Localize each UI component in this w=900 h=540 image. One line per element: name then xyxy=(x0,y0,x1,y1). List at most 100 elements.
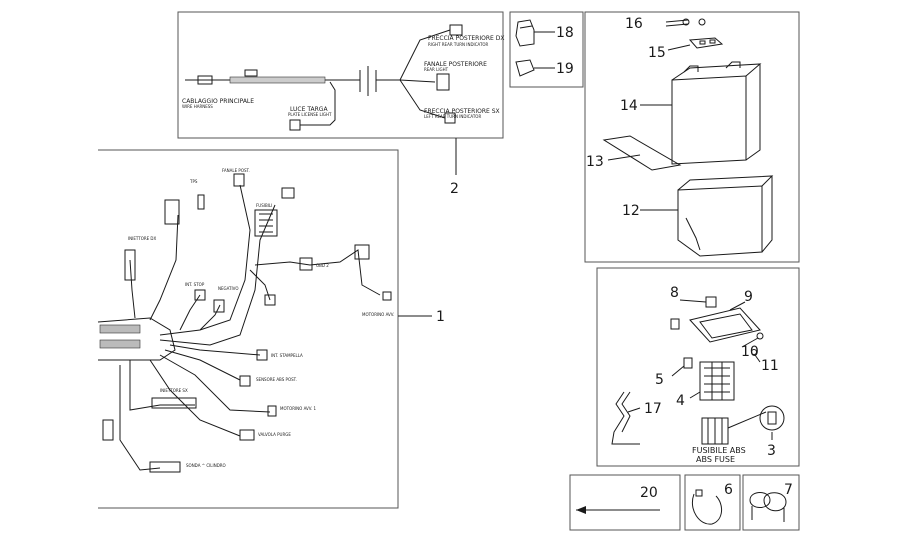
label-iniettore-dx: INIETTORE DX xyxy=(128,236,157,241)
harness-bundle-2 xyxy=(99,339,141,349)
rear-harness-tag xyxy=(244,69,258,77)
starter1-connector xyxy=(267,405,277,417)
wire-to-rear-light xyxy=(159,184,251,336)
cable-tie-20-head xyxy=(576,506,586,514)
callout-11: 11 xyxy=(761,358,779,374)
fusebox-panel: 8 9 10 11 5 4 17 3 FUSIBILE ABS AB xyxy=(596,267,800,467)
negative-terminal xyxy=(213,299,225,313)
label-sensore-abs: SENSORE ABS POST. xyxy=(256,377,297,382)
clamp-6-lock xyxy=(695,489,703,497)
wire-to-injector-sx xyxy=(129,360,195,411)
label-cablaggio-sub: WIRE HARNESS xyxy=(182,104,213,109)
relay-18-body xyxy=(515,19,535,47)
injector-sx xyxy=(151,397,197,409)
tie-frame xyxy=(569,474,681,531)
rear-harness-branch-plate xyxy=(300,81,336,126)
battery-top-side xyxy=(671,63,762,161)
leader-15 xyxy=(667,44,691,51)
battery-pad xyxy=(602,135,682,171)
leader-8 xyxy=(679,299,707,303)
terminal-15-hole-b xyxy=(709,39,716,44)
clamp-6 xyxy=(692,493,722,525)
callout-3: 3 xyxy=(767,443,776,459)
callout-2: 2 xyxy=(450,181,459,197)
wire-to-negative xyxy=(199,304,221,331)
abs-fuse-block-grid xyxy=(707,418,723,444)
abs-fuse-label: FUSIBILE ABS xyxy=(692,446,746,455)
left-indicator-plug xyxy=(444,112,456,124)
rear-light-connector xyxy=(233,173,245,187)
label-freccia-dx-sub: RIGHT REAR TURN INDICATOR xyxy=(428,42,489,47)
harness-spine xyxy=(97,317,176,361)
callout-15: 15 xyxy=(648,45,666,61)
fusebox-frame xyxy=(596,267,800,467)
callout-6: 6 xyxy=(724,482,733,498)
battery-posts xyxy=(683,61,741,73)
label-valvola-purge: VALVOLA PURGE xyxy=(258,432,291,437)
rear-harness-plug xyxy=(197,75,213,85)
label-luce-targa: LUCE TARGA xyxy=(290,106,328,113)
label-luce-targa-sub: PLATE LICENSE LIGHT xyxy=(288,112,332,117)
abs-sensor-rear xyxy=(239,375,251,387)
main-harness-panel: FANALE POST. FUSIBILI INIETTORE DX INT. … xyxy=(97,149,445,509)
callout-5: 5 xyxy=(655,372,664,388)
label-cablaggio: CABLAGGIO PRINCIPALE xyxy=(182,98,254,105)
rear-harness-panel: CABLAGGIO PRINCIPALE WIRE HARNESS LUCE T… xyxy=(177,11,504,197)
small-parts-panels: 20 6 7 xyxy=(569,474,800,531)
callout-17: 17 xyxy=(644,401,662,417)
callout-14: 14 xyxy=(620,98,638,114)
tps-plug xyxy=(197,194,205,210)
callout-12: 12 xyxy=(622,203,640,219)
abs-connector xyxy=(281,187,295,199)
bracket-9 xyxy=(689,307,761,343)
label-tps: TPS xyxy=(189,179,198,184)
callout-9: 9 xyxy=(744,289,753,305)
part-10 xyxy=(756,332,764,340)
rear-harness-frame xyxy=(177,11,504,139)
battery-box-strap xyxy=(685,217,701,251)
label-int-stop: INT. STOP xyxy=(185,282,205,287)
part-5 xyxy=(683,357,693,369)
clamp-6-frame xyxy=(684,474,741,531)
terminal-15 xyxy=(688,37,724,49)
abs-fuse xyxy=(767,411,777,425)
callout-18: 18 xyxy=(556,25,574,41)
label-freccia-dx: FRECCIA POSTERIORE DX xyxy=(428,35,504,42)
sensor-sx xyxy=(102,419,114,441)
label-fanale-post: FANALE POST. xyxy=(222,168,250,173)
wire-to-stand xyxy=(169,344,261,356)
label-fanale-sub: REAR LIGHT xyxy=(424,67,449,72)
part-8-b xyxy=(670,318,680,330)
relay-18-detail xyxy=(519,25,533,29)
leader-5 xyxy=(671,365,685,377)
clip-17 xyxy=(611,391,640,445)
leader-17 xyxy=(627,407,641,413)
abs-fuse-link xyxy=(727,411,767,429)
wire-to-starter1 xyxy=(159,354,271,413)
label-motorino-avv1: MOTORINO AVV. 1 xyxy=(280,406,317,411)
bluesim-module xyxy=(264,294,276,306)
clip-7-legs xyxy=(751,506,785,522)
lambda-sensor xyxy=(149,461,181,473)
label-negativo: NEGATIVO xyxy=(218,286,238,291)
rear-harness-branch-fanale xyxy=(399,79,436,83)
leader-4 xyxy=(689,391,701,399)
leader-11 xyxy=(754,354,761,363)
starter-relay xyxy=(354,244,370,260)
leader-10 xyxy=(741,337,759,348)
fusebox-4-grid xyxy=(704,362,730,400)
fusebox-4 xyxy=(699,361,735,401)
harness-bundle xyxy=(99,324,141,334)
obd-connector xyxy=(299,257,313,271)
part-8-a xyxy=(705,296,717,308)
rear-harness-branch-sx xyxy=(399,79,446,119)
abs-fuse-zoom-circle xyxy=(759,405,785,431)
plate-light-plug xyxy=(289,119,301,131)
label-obd: OBD 2 xyxy=(316,263,329,268)
wire-to-starter xyxy=(254,249,381,296)
clip-7-frame xyxy=(742,474,800,531)
relay-19-body xyxy=(515,59,535,77)
wire-to-sonda xyxy=(119,365,161,471)
screw-head-a xyxy=(682,18,690,26)
callout-10: 10 xyxy=(741,344,759,360)
